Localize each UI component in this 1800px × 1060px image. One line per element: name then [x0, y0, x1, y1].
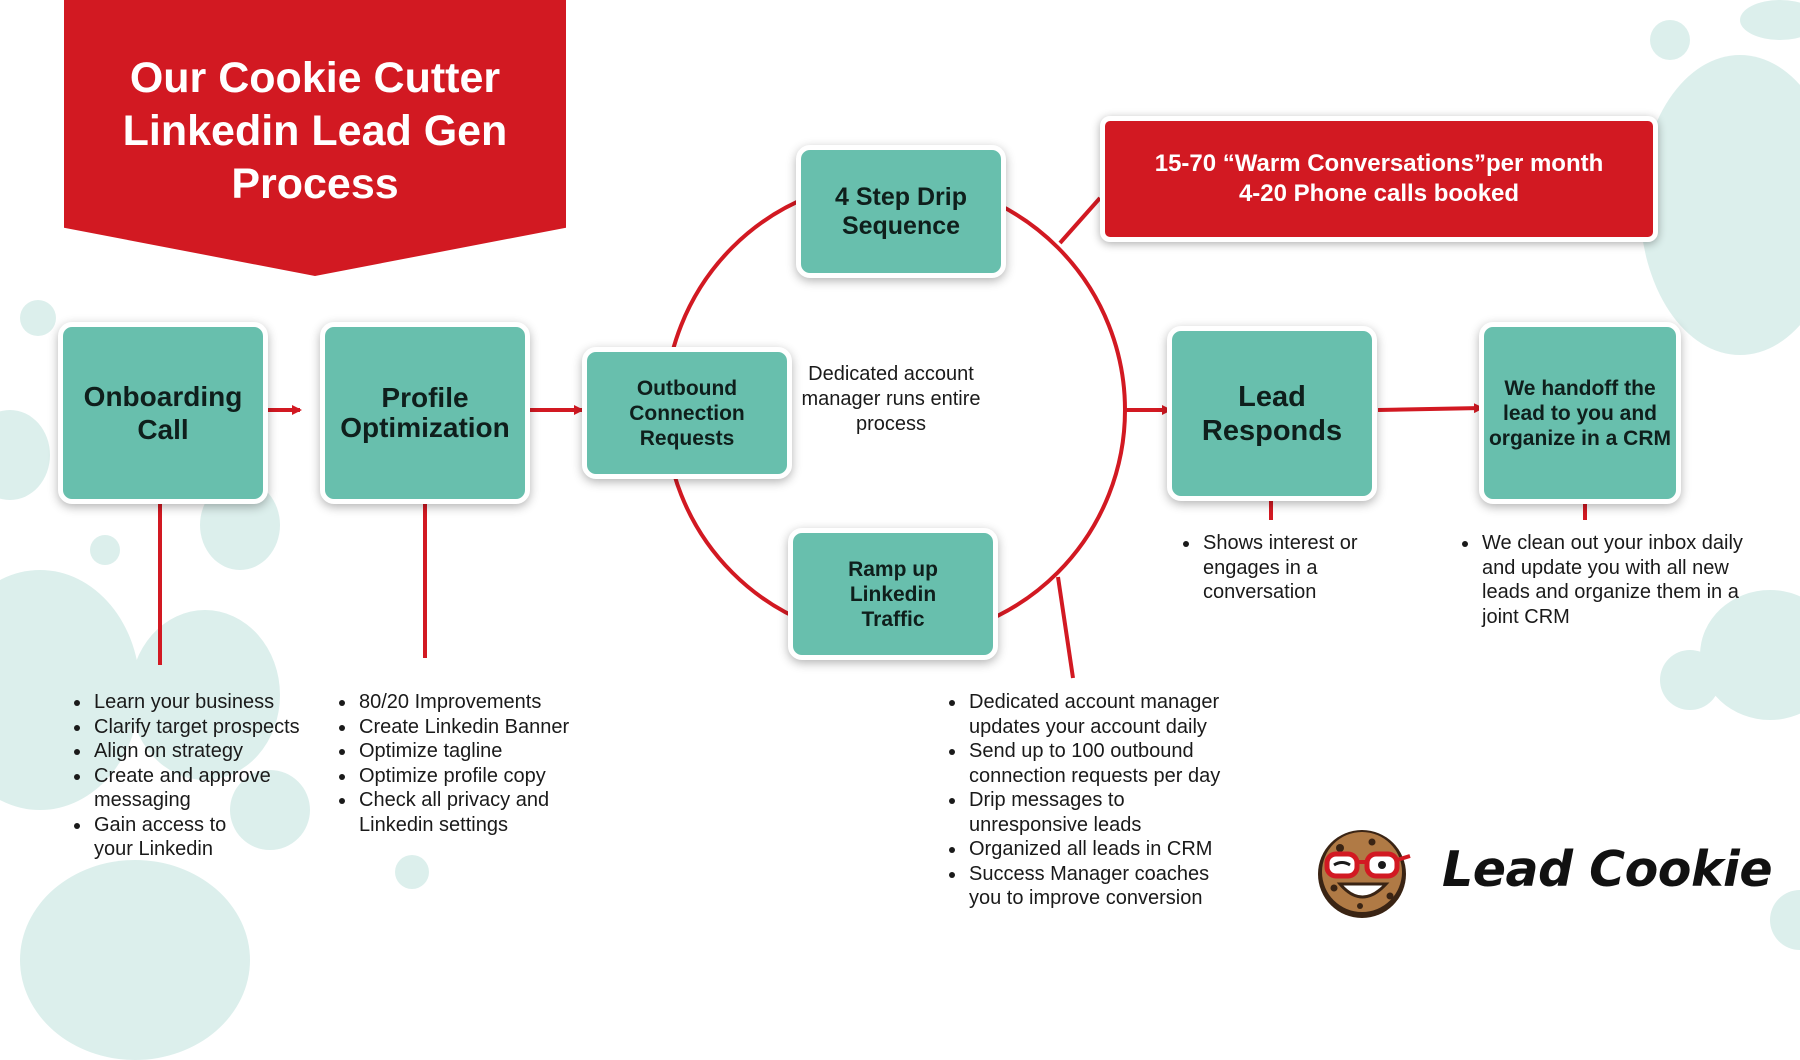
cookie-mascot-icon: [1318, 830, 1411, 918]
step-handoff-crm: We handoff the lead to you and organize …: [1479, 322, 1681, 504]
step-outbound-connection-requests: Outbound Connection Requests: [582, 347, 792, 479]
step-outbound-label: Outbound Connection Requests: [629, 376, 745, 450]
list-item: Clarify target prospects: [92, 715, 352, 740]
step-ramp-up-traffic: Ramp up Linkedin Traffic: [788, 528, 998, 660]
lead-responds-bullet-list: Shows interest or engages in a conversat…: [1174, 531, 1401, 605]
step-profile-optimization: Profile Optimization: [320, 322, 530, 504]
list-item: Organized all leads in CRM: [967, 837, 1257, 862]
title-banner: Our Cookie Cutter Linkedin Lead Gen Proc…: [64, 0, 566, 276]
list-item: Create and approve messaging: [92, 764, 284, 813]
step-lead-label: Lead Responds: [1201, 380, 1343, 447]
list-item: Optimize profile copy: [357, 764, 617, 789]
stats-banner: 15-70 “Warm Conversations”per month 4-20…: [1100, 116, 1658, 242]
list-item: 80/20 Improvements: [357, 690, 617, 715]
list-item: Gain access to your Linkedin: [92, 813, 244, 862]
background-blob: [1740, 0, 1800, 40]
background-blob: [1660, 650, 1720, 710]
page-title: Our Cookie Cutter Linkedin Lead Gen Proc…: [122, 54, 508, 208]
stats-phone-calls: 4-20 Phone calls booked: [1238, 180, 1520, 207]
center-note: Dedicated account manager runs entire pr…: [801, 363, 981, 435]
list-item: Create Linkedin Banner: [357, 715, 617, 740]
background-blob: [20, 300, 56, 336]
background-blob: [230, 770, 310, 850]
list-item: Send up to 100 outbound connection reque…: [967, 739, 1229, 788]
background-blob: [130, 610, 280, 780]
step-onboarding-call: Onboarding Call: [58, 322, 268, 504]
arrow-lead-to-handoff: [1377, 403, 1484, 414]
onboarding-bullet-list: Learn your business Clarify target prosp…: [65, 690, 352, 862]
background-blob: [395, 855, 429, 889]
list-item: We clean out your inbox daily and update…: [1480, 531, 1752, 629]
stats-warm-conversations: 15-70 “Warm Conversations”per month: [1154, 150, 1604, 177]
step-onboarding-label: Onboarding Call: [83, 381, 243, 445]
list-item: Success Manager coaches you to improve c…: [967, 862, 1229, 911]
background-blob: [1640, 55, 1800, 355]
account-manager-bullet-list: Dedicated account manager updates your a…: [940, 690, 1257, 911]
list-item: Check all privacy and Linkedin settings: [357, 788, 559, 837]
step-drip-sequence: 4 Step Drip Sequence: [796, 145, 1006, 278]
connector-cycle-to-details: [1056, 576, 1075, 679]
list-item: Dedicated account manager updates your a…: [967, 690, 1229, 739]
list-item: Shows interest or engages in a conversat…: [1201, 531, 1378, 605]
step-ramp-label: Ramp up Linkedin Traffic: [848, 557, 938, 631]
step-profile-label: Profile Optimization: [340, 382, 510, 443]
list-item: Drip messages to unresponsive leads: [967, 788, 1159, 837]
step-lead-responds: Lead Responds: [1167, 326, 1377, 501]
profile-bullet-list: 80/20 Improvements Create Linkedin Banne…: [330, 690, 617, 837]
list-item: Learn your business: [92, 690, 352, 715]
list-item: Align on strategy: [92, 739, 352, 764]
step-drip-label: 4 Step Drip Sequence: [835, 182, 967, 240]
handoff-bullet-list: We clean out your inbox daily and update…: [1453, 531, 1780, 629]
connector-cycle-to-stats: [1058, 196, 1102, 245]
step-handoff-label: We handoff the lead to you and organize …: [1488, 376, 1672, 450]
background-blob: [1650, 20, 1690, 60]
background-blob: [90, 535, 120, 565]
list-item: Optimize tagline: [357, 739, 617, 764]
brand-name: Lead Cookie: [1442, 841, 1773, 898]
lead-cookie-logo: Lead Cookie: [1310, 818, 1773, 924]
